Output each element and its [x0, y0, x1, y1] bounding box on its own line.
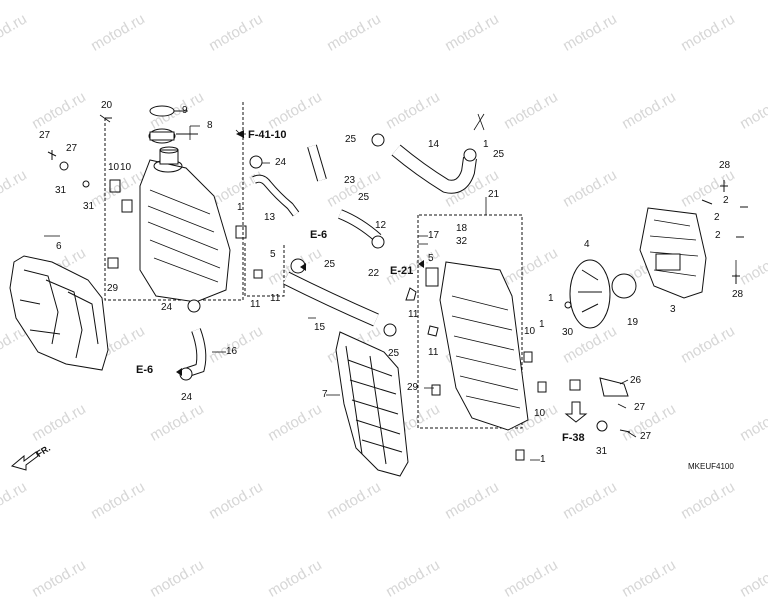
- clamp-25b: [463, 148, 477, 162]
- direction-arrows: [176, 130, 424, 376]
- callout-25: 25: [388, 348, 400, 359]
- callout-2: 2: [723, 195, 729, 206]
- callout-2: 2: [714, 212, 720, 223]
- left-radiator: [139, 146, 247, 303]
- ref-f-38[interactable]: F-38: [562, 432, 585, 444]
- radiator-guard-part-7: [335, 331, 409, 477]
- callout-15: 15: [314, 322, 326, 333]
- callout-16: 16: [226, 346, 238, 357]
- fan-assembly: [569, 207, 707, 329]
- callout-21: 21: [488, 189, 500, 200]
- callout-9: 9: [182, 105, 188, 116]
- clamp-22: [371, 235, 385, 249]
- leader-lines: [44, 110, 737, 461]
- ref-e-21[interactable]: E-21: [390, 265, 414, 277]
- shroud-part-6: [9, 255, 109, 371]
- callout-27: 27: [66, 143, 78, 154]
- callout-31: 31: [596, 446, 608, 457]
- callout-12: 12: [375, 220, 387, 231]
- clamp-24b: [187, 299, 201, 313]
- diagram-artwork: [9, 100, 748, 477]
- callout-22: 22: [368, 268, 380, 279]
- callout-19: 19: [627, 317, 639, 328]
- callout-10: 10: [108, 162, 120, 173]
- bolts: [47, 150, 748, 461]
- ref-e-6-top[interactable]: E-6: [310, 229, 328, 241]
- callout-24: 24: [161, 302, 173, 313]
- callout-1: 1: [540, 454, 546, 465]
- callout-10: 10: [534, 408, 546, 419]
- callout-10: 10: [120, 162, 132, 173]
- cap-part-9: [149, 105, 175, 117]
- callout-11: 11: [408, 309, 419, 320]
- callout-18: 18: [456, 223, 468, 234]
- ref-e-6-bottom[interactable]: E-6: [136, 364, 154, 376]
- callout-20: 20: [101, 100, 113, 111]
- callout-29: 29: [107, 283, 119, 294]
- callout-11: 11: [250, 299, 261, 310]
- callout-28: 28: [719, 160, 731, 171]
- clamp-25a: [371, 133, 385, 147]
- right-radiator: [425, 261, 529, 431]
- hose-14: [391, 144, 477, 194]
- callout-6: 6: [56, 241, 62, 252]
- callout-13: 13: [264, 212, 276, 223]
- callout-4: 4: [584, 239, 590, 250]
- f38-arrow: [564, 401, 588, 423]
- callout-25: 25: [324, 259, 336, 270]
- callout-3: 3: [670, 304, 676, 315]
- callout-7: 7: [322, 389, 328, 400]
- hose-13: [252, 174, 300, 217]
- front-arrow: [10, 451, 39, 471]
- callout-1: 1: [483, 139, 489, 150]
- callout-5: 5: [270, 249, 276, 260]
- ref-f-41-10[interactable]: F-41-10: [248, 129, 287, 141]
- callout-25: 25: [493, 149, 505, 160]
- callout-24: 24: [275, 157, 287, 168]
- callout-26: 26: [630, 375, 642, 386]
- callout-25: 25: [358, 192, 370, 203]
- hose-16: [186, 328, 207, 377]
- callout-11: 11: [270, 293, 281, 304]
- callout-24: 24: [181, 392, 193, 403]
- callout-27: 27: [640, 431, 652, 442]
- clamp-25d: [383, 323, 397, 337]
- callout-31: 31: [55, 185, 67, 196]
- pipe-23: [307, 144, 327, 182]
- callout-27: 27: [39, 130, 51, 141]
- callout-1: 1: [237, 202, 243, 213]
- callout-27: 27: [634, 402, 646, 413]
- callout-17: 17: [428, 230, 440, 241]
- hose-15: [282, 271, 379, 327]
- callout-31: 31: [83, 201, 95, 212]
- subgroup-5-box: [244, 243, 285, 297]
- hose-12: [338, 209, 382, 242]
- assembly-20-box: [104, 100, 244, 301]
- callout-14: 14: [428, 139, 440, 150]
- callout-29: 29: [407, 382, 419, 393]
- callout-10: 10: [524, 326, 536, 337]
- callout-5: 5: [428, 253, 434, 264]
- callout-2: 2: [715, 230, 721, 241]
- callout-25: 25: [345, 134, 357, 145]
- callout-32: 32: [456, 236, 468, 247]
- callout-28: 28: [732, 289, 744, 300]
- callout-23: 23: [344, 175, 356, 186]
- callout-1: 1: [539, 319, 545, 330]
- clamp-24a: [249, 155, 263, 169]
- callout-8: 8: [207, 120, 213, 131]
- part-code: MKEUF4100: [688, 462, 734, 471]
- callout-11: 11: [428, 347, 439, 358]
- assembly-21-box: [417, 214, 523, 429]
- callout-1: 1: [548, 293, 554, 304]
- callout-30: 30: [562, 327, 574, 338]
